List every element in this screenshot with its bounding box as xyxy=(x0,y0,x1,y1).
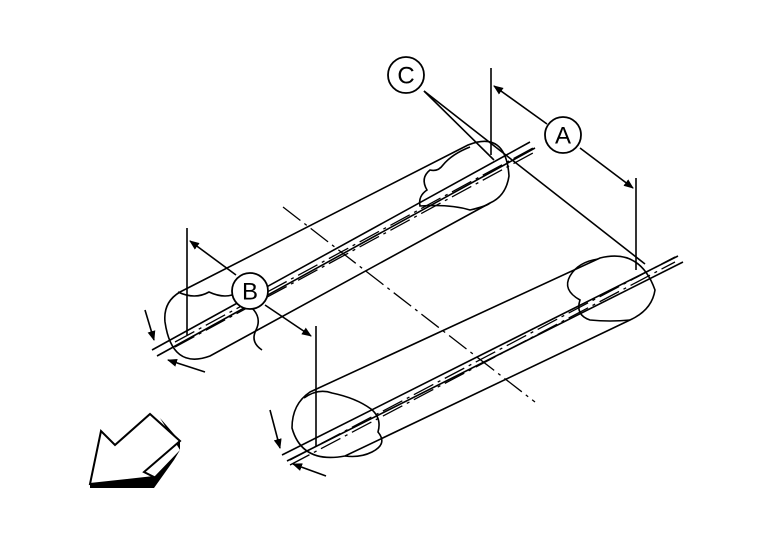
callout-c: C xyxy=(387,56,425,94)
lower-wheel-centerline xyxy=(289,256,676,461)
lower-wheel-break-rear xyxy=(566,258,631,322)
dimension-b-line-upper xyxy=(189,240,237,276)
upper-toe-arrow-down xyxy=(144,309,156,341)
callout-c-leader-2 xyxy=(423,90,646,265)
upper-wheel-centerline xyxy=(174,147,534,343)
dimension-a-line-rear xyxy=(493,85,548,125)
lower-axle-line-2 xyxy=(286,261,684,462)
callout-b: B xyxy=(231,272,269,310)
vehicle-centerline xyxy=(282,206,536,403)
direction-arrow-icon xyxy=(88,412,182,488)
upper-wheel-break-rear xyxy=(418,146,491,211)
callout-c-leader-1 xyxy=(423,90,495,161)
lower-axle-line xyxy=(281,255,679,456)
upper-wheel-centerline-2 xyxy=(174,152,534,348)
callout-a-label: A xyxy=(555,123,571,150)
dimension-b-line-lower xyxy=(264,304,312,337)
upper-axle-line xyxy=(151,141,531,351)
upper-axle-line-2 xyxy=(156,147,536,357)
lower-wheel-outline xyxy=(291,255,656,459)
upper-wheel-outline xyxy=(163,140,510,360)
lower-toe-arrow-left xyxy=(292,463,327,477)
upper-toe-arrow-left xyxy=(167,358,206,373)
dimension-a-line-front xyxy=(579,147,634,189)
lower-wheel-break-front xyxy=(303,390,383,458)
callout-c-label: C xyxy=(397,63,414,90)
callout-b-label: B xyxy=(242,279,258,306)
callout-a: A xyxy=(544,116,582,154)
lower-toe-arrow-down xyxy=(269,409,282,449)
